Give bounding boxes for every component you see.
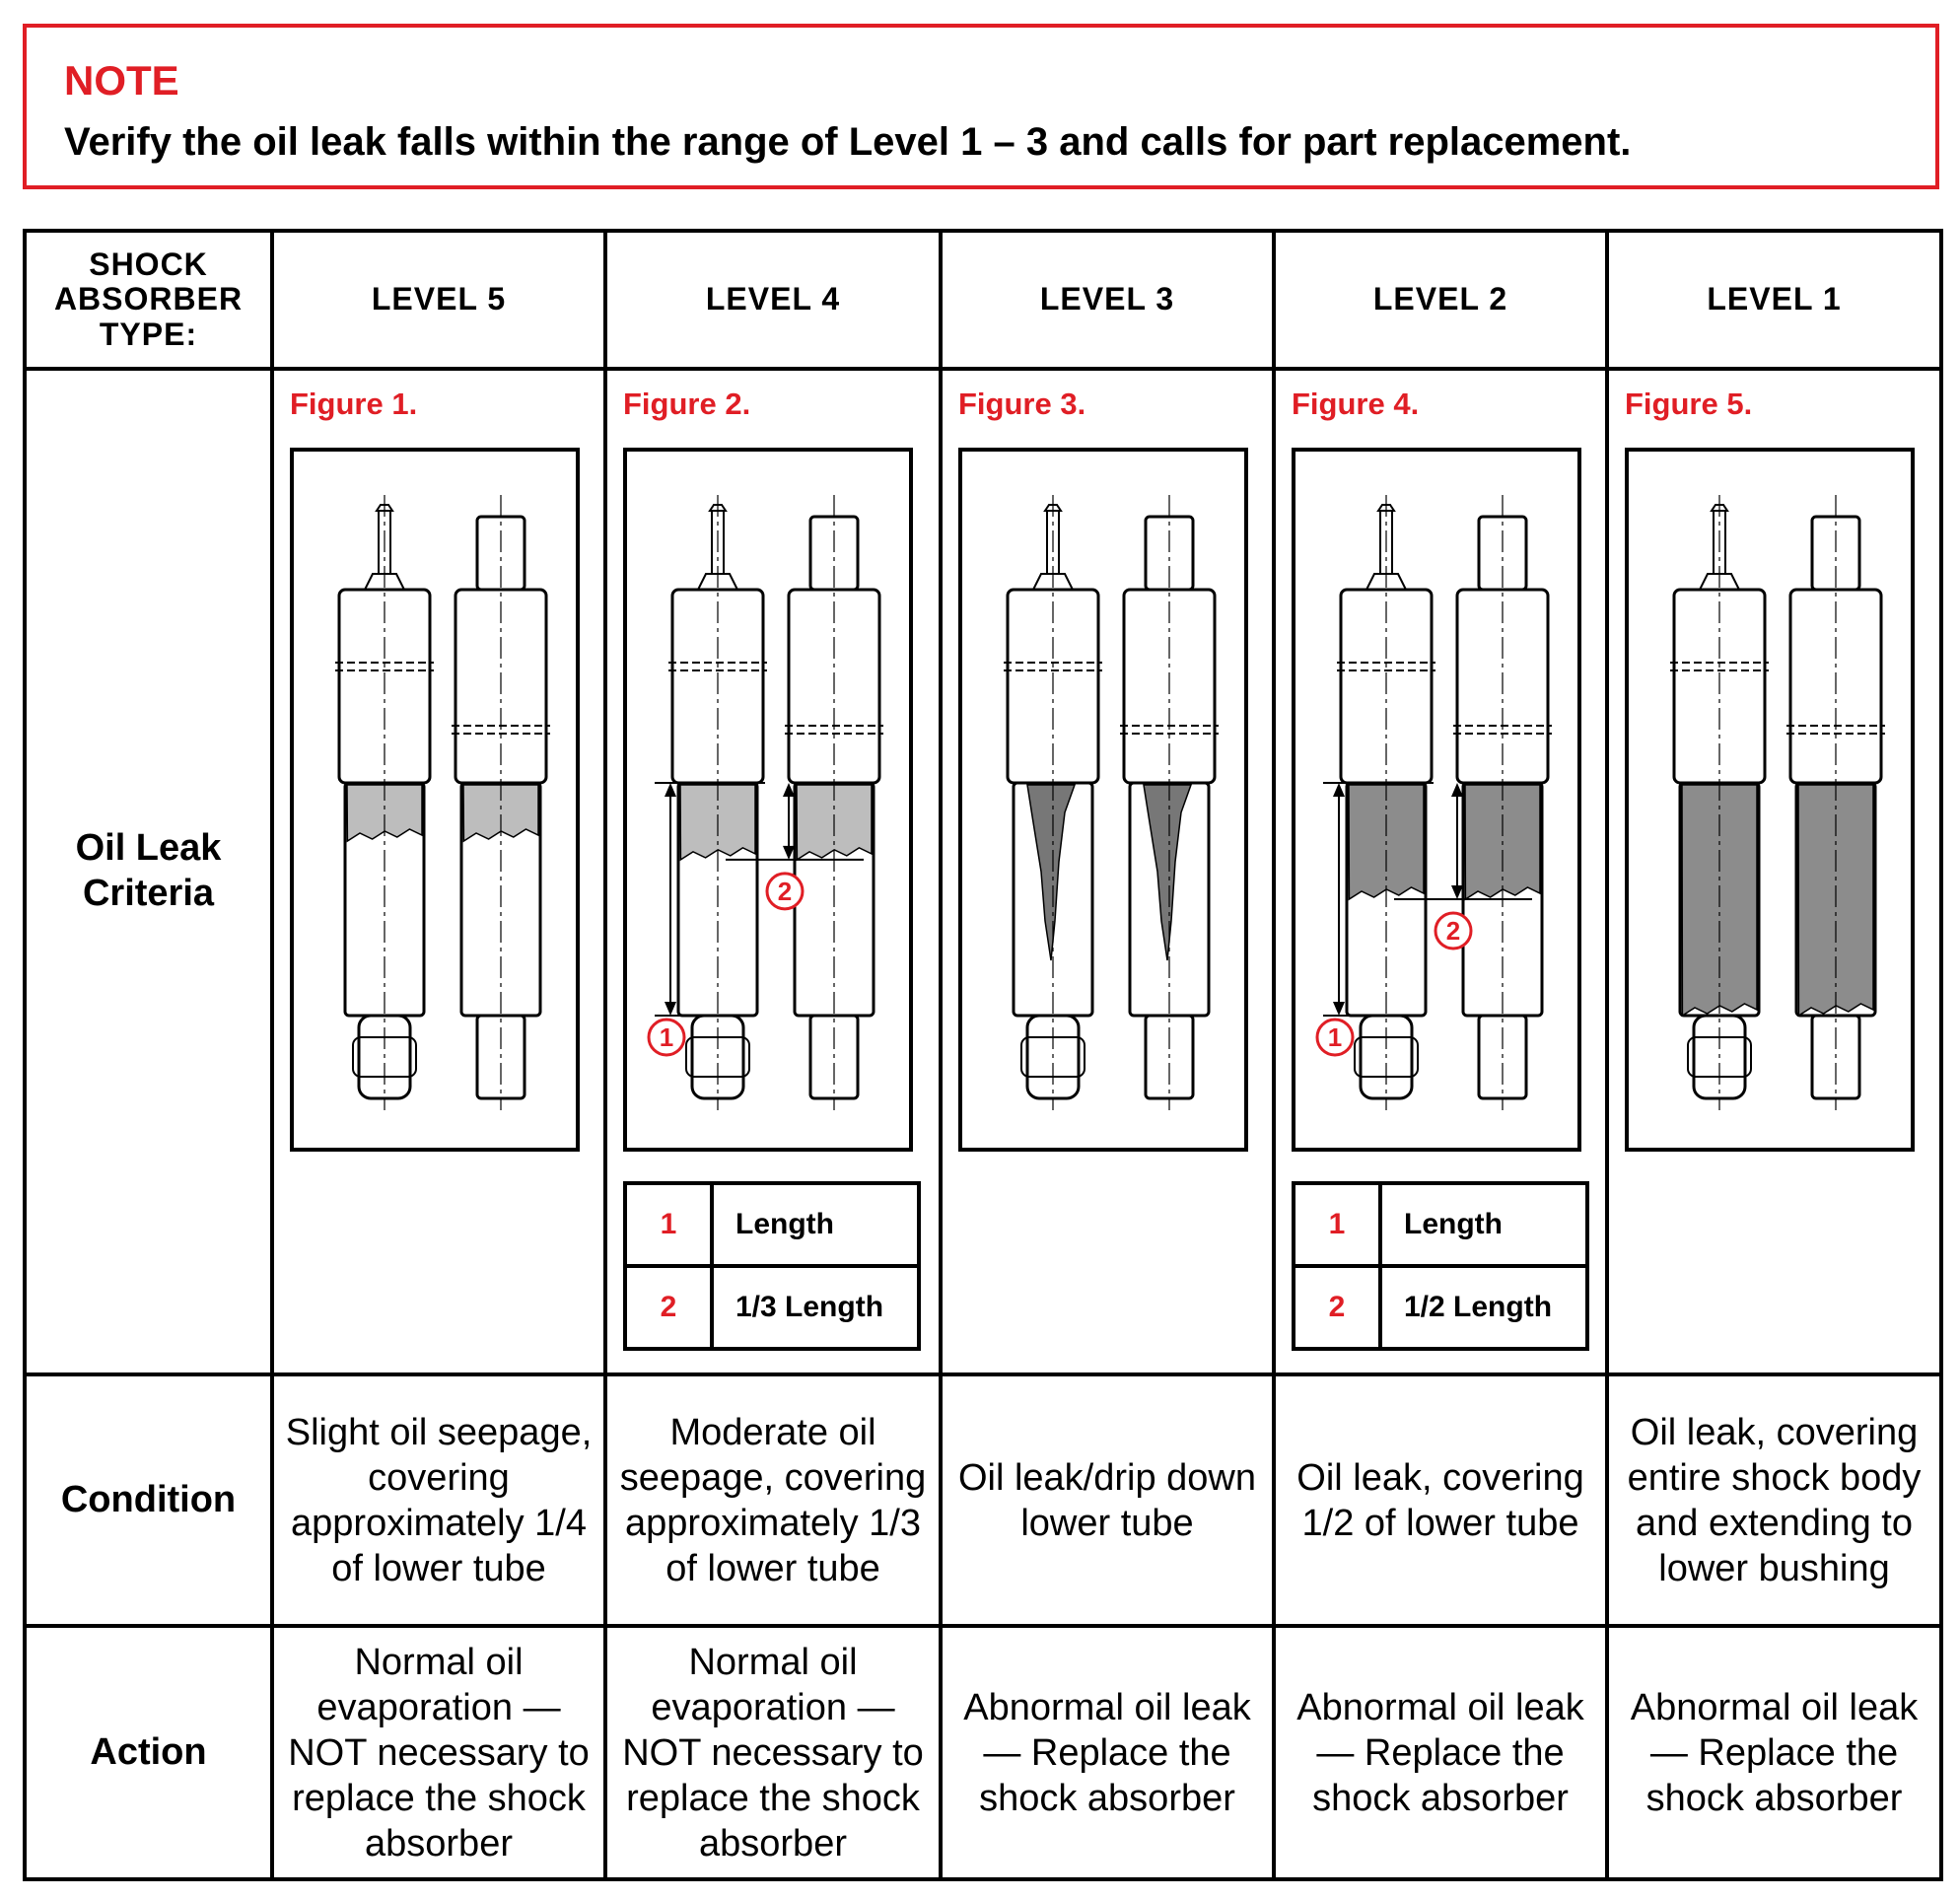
action-label: Action bbox=[23, 1624, 274, 1881]
svg-text:2: 2 bbox=[778, 877, 792, 906]
shock-absorber-illustration bbox=[958, 448, 1248, 1152]
condition-text: Moderate oil seepage, covering approxima… bbox=[603, 1372, 943, 1628]
legend-number: 1 bbox=[623, 1181, 714, 1268]
figure-label: Figure 1. bbox=[290, 387, 418, 421]
legend-text: Length bbox=[710, 1181, 921, 1268]
shock-absorber-illustration bbox=[290, 448, 580, 1152]
header-row: SHOCK ABSORBER TYPE: LEVEL 5 LEVEL 4 LEV… bbox=[23, 229, 1943, 371]
figure-cell-1: Figure 1. bbox=[270, 367, 607, 1376]
shock-absorber-svg bbox=[1670, 495, 1885, 1110]
shock-absorber-svg: 21 bbox=[1315, 495, 1552, 1110]
level-4-header: LEVEL 4 bbox=[603, 229, 943, 371]
condition-text: Oil leak, covering 1/2 of lower tube bbox=[1272, 1372, 1609, 1628]
legend-text: 1/3 Length bbox=[710, 1264, 921, 1351]
figure-label: Figure 5. bbox=[1625, 387, 1753, 421]
action-text: Normal oil evaporation — NOT necessary t… bbox=[270, 1624, 607, 1881]
type-header: SHOCK ABSORBER TYPE: bbox=[23, 229, 274, 371]
figure-label: Figure 4. bbox=[1292, 387, 1420, 421]
condition-row: Condition Slight oil seepage, covering a… bbox=[23, 1372, 1943, 1628]
svg-text:1: 1 bbox=[1328, 1022, 1342, 1052]
note-title: NOTE bbox=[64, 57, 179, 104]
legend-number: 1 bbox=[1292, 1181, 1382, 1268]
criteria-label: Oil Leak Criteria bbox=[23, 367, 274, 1376]
action-text: Abnormal oil leak — Replace the shock ab… bbox=[1605, 1624, 1943, 1881]
legend-number: 2 bbox=[1292, 1264, 1382, 1351]
note-box: NOTE Verify the oil leak falls within th… bbox=[23, 24, 1939, 189]
oil-leak-table: SHOCK ABSORBER TYPE: LEVEL 5 LEVEL 4 LEV… bbox=[23, 229, 1943, 1881]
level-1-header: LEVEL 1 bbox=[1605, 229, 1943, 371]
action-text: Normal oil evaporation — NOT necessary t… bbox=[603, 1624, 943, 1881]
legend-text: Length bbox=[1378, 1181, 1589, 1268]
action-text: Abnormal oil leak — Replace the shock ab… bbox=[939, 1624, 1276, 1881]
shock-absorber-svg: 21 bbox=[647, 495, 883, 1110]
svg-text:2: 2 bbox=[1446, 916, 1460, 946]
figure-label: Figure 3. bbox=[958, 387, 1086, 421]
level-3-header: LEVEL 3 bbox=[939, 229, 1276, 371]
action-text: Abnormal oil leak — Replace the shock ab… bbox=[1272, 1624, 1609, 1881]
shock-absorber-svg bbox=[335, 495, 550, 1110]
condition-text: Oil leak, covering entire shock body and… bbox=[1605, 1372, 1943, 1628]
legend-text: 1/2 Length bbox=[1378, 1264, 1589, 1351]
figure-label: Figure 2. bbox=[623, 387, 751, 421]
figure-cell-3: Figure 3. bbox=[939, 367, 1276, 1376]
action-row: Action Normal oil evaporation — NOT nece… bbox=[23, 1624, 1943, 1881]
figure-cell-5: Figure 5. bbox=[1605, 367, 1943, 1376]
level-5-header: LEVEL 5 bbox=[270, 229, 607, 371]
condition-text: Slight oil seepage, covering approximate… bbox=[270, 1372, 607, 1628]
condition-label: Condition bbox=[23, 1372, 274, 1628]
shock-absorber-illustration bbox=[1625, 448, 1915, 1152]
condition-text: Oil leak/drip down lower tube bbox=[939, 1372, 1276, 1628]
shock-absorber-svg bbox=[1004, 495, 1219, 1110]
figure-legend: 1 Length 2 1/2 Length bbox=[1292, 1181, 1589, 1351]
level-2-header: LEVEL 2 bbox=[1272, 229, 1609, 371]
svg-text:1: 1 bbox=[660, 1022, 673, 1052]
note-text: Verify the oil leak falls within the ran… bbox=[64, 120, 1632, 164]
figure-legend: 1 Length 2 1/3 Length bbox=[623, 1181, 921, 1351]
legend-number: 2 bbox=[623, 1264, 714, 1351]
